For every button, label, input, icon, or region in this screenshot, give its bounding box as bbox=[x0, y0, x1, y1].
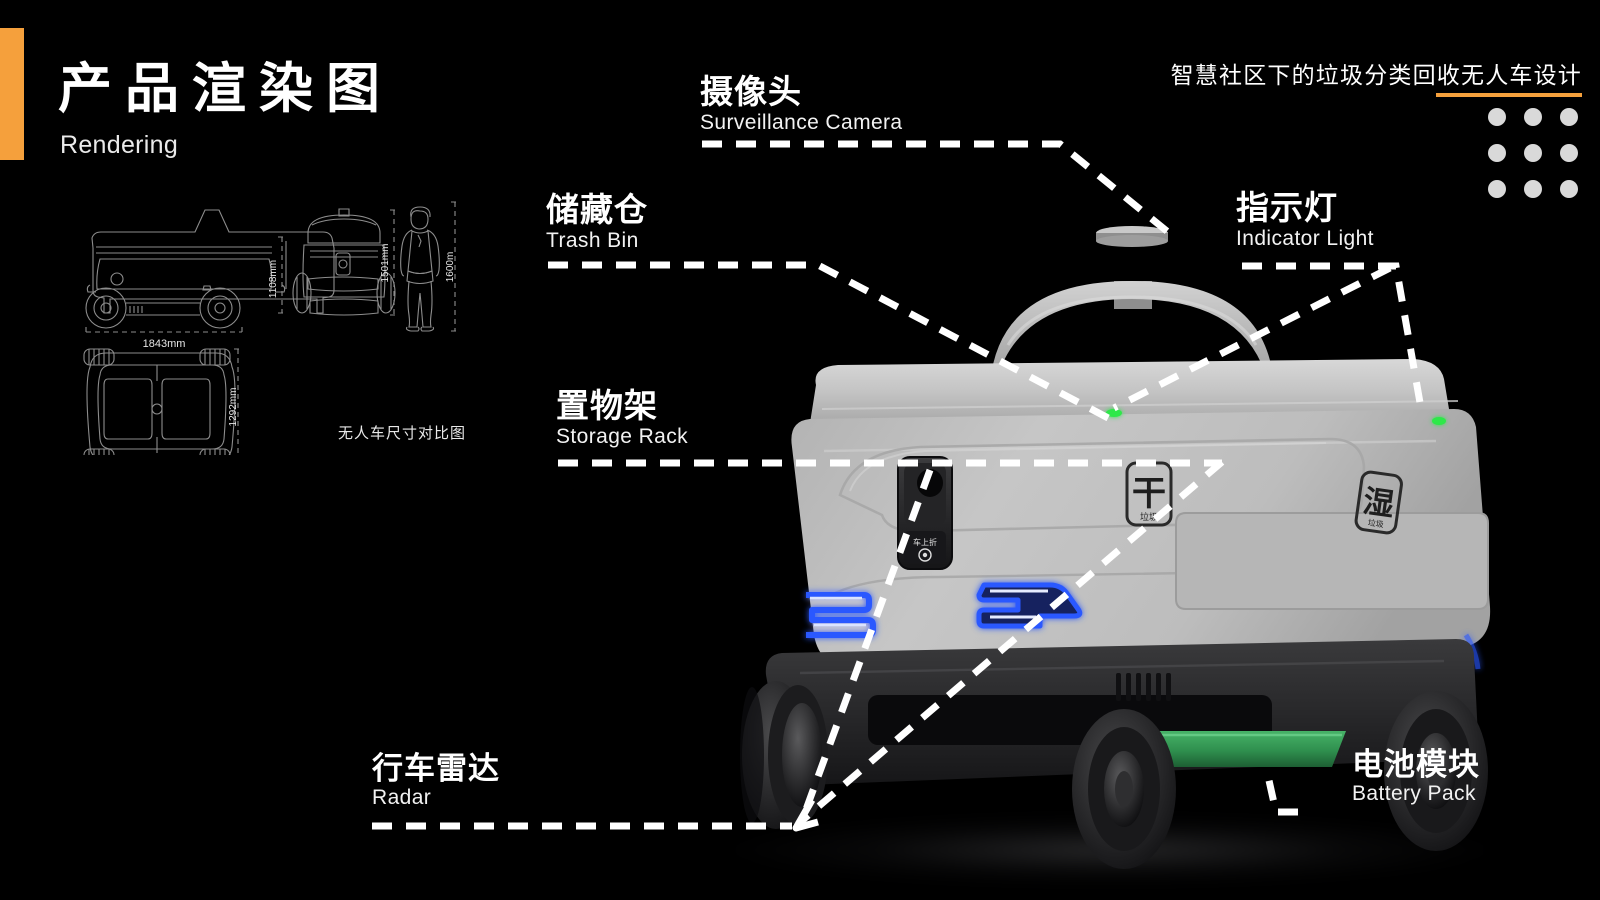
grid-dot bbox=[1524, 108, 1542, 126]
wet-waste-badge: 湿 垃圾 bbox=[1354, 470, 1403, 535]
dim-width-label: 1292mm bbox=[228, 388, 239, 427]
document-title: 智慧社区下的垃圾分类回收无人车设计 bbox=[1170, 62, 1582, 88]
wheel-front-left bbox=[740, 681, 828, 829]
dimension-line-front-height bbox=[390, 209, 398, 316]
dot-grid-decoration bbox=[1488, 108, 1578, 198]
dimension-line-height bbox=[278, 236, 286, 314]
callout-battery-pack-en: Battery Pack bbox=[1352, 782, 1476, 806]
grid-dot bbox=[1488, 144, 1506, 162]
callout-radar: 行车雷达 Radar bbox=[372, 752, 500, 812]
grid-dot bbox=[1560, 180, 1578, 198]
callout-indicator-light-en: Indicator Light bbox=[1236, 226, 1374, 250]
wet-waste-sub-label: 垃圾 bbox=[1367, 517, 1384, 529]
grid-dot bbox=[1560, 108, 1578, 126]
grid-dot bbox=[1488, 180, 1506, 198]
callout-storage-rack-cn: 置物架 bbox=[556, 387, 658, 424]
grid-dot bbox=[1524, 180, 1542, 198]
accent-bar bbox=[0, 28, 24, 160]
blueprint-svg: 1843mm 1108mm 1501mm bbox=[83, 201, 459, 466]
side-view-drawing bbox=[85, 209, 335, 329]
dry-waste-sub-label: 垃圾 bbox=[1140, 511, 1158, 522]
dimension-blueprint-panel: 1843mm 1108mm 1501mm bbox=[60, 175, 480, 466]
dim-length-label: 1843mm bbox=[143, 338, 186, 350]
page-title-cn: 产品渲染图 bbox=[58, 59, 393, 119]
callout-storage-rack-en: Storage Rack bbox=[556, 424, 689, 448]
callout-camera: 摄像头 Surveillance Camera bbox=[700, 74, 903, 136]
dim-person-label: 1600m bbox=[445, 252, 456, 283]
grid-dot bbox=[1560, 144, 1578, 162]
callout-trash-bin: 储藏仓 Trash Bin bbox=[546, 192, 648, 254]
top-view-drawing bbox=[83, 348, 236, 466]
callout-camera-cn: 摄像头 bbox=[700, 73, 802, 110]
front-view-drawing bbox=[292, 208, 396, 316]
wet-waste-main-label: 湿 bbox=[1361, 484, 1397, 523]
indicator-light-right bbox=[1432, 417, 1446, 425]
callout-trash-bin-en: Trash Bin bbox=[546, 228, 639, 252]
light-strip-far bbox=[1463, 633, 1481, 670]
grid-dot bbox=[1524, 144, 1542, 162]
callout-indicator-light: 指示灯 Indicator Light bbox=[1236, 190, 1374, 252]
blueprint-caption: 无人车尺寸对比图 bbox=[338, 425, 467, 442]
indicator-light-left bbox=[1106, 409, 1122, 417]
wheel-rear-right bbox=[1384, 691, 1488, 851]
callout-battery-pack-cn: 电池模块 bbox=[1352, 747, 1480, 782]
grid-dot bbox=[1488, 108, 1506, 126]
callout-trash-bin-cn: 储藏仓 bbox=[546, 191, 648, 228]
dim-height-label: 1108mm bbox=[268, 260, 279, 298]
dim-front-height-label: 1501mm bbox=[380, 244, 391, 283]
dry-waste-main-label: 干 bbox=[1132, 475, 1166, 513]
callout-radar-cn: 行车雷达 bbox=[372, 751, 500, 786]
page-title-en: Rendering bbox=[60, 131, 179, 159]
document-title-underline bbox=[1436, 93, 1582, 97]
callout-storage-rack: 置物架 Storage Rack bbox=[556, 388, 688, 450]
dimension-line-person bbox=[451, 201, 459, 332]
control-panel: 车上折 bbox=[897, 456, 953, 570]
wheel-front-right bbox=[1072, 709, 1176, 869]
dimension-line-length bbox=[85, 327, 243, 335]
callout-battery-pack: 电池模块 Battery Pack bbox=[1352, 748, 1480, 808]
callout-indicator-light-cn: 指示灯 bbox=[1236, 189, 1338, 226]
panel-label: 车上折 bbox=[913, 537, 937, 547]
callout-camera-en: Surveillance Camera bbox=[700, 110, 903, 134]
callout-radar-en: Radar bbox=[372, 786, 432, 810]
human-figure-drawing bbox=[400, 206, 440, 332]
